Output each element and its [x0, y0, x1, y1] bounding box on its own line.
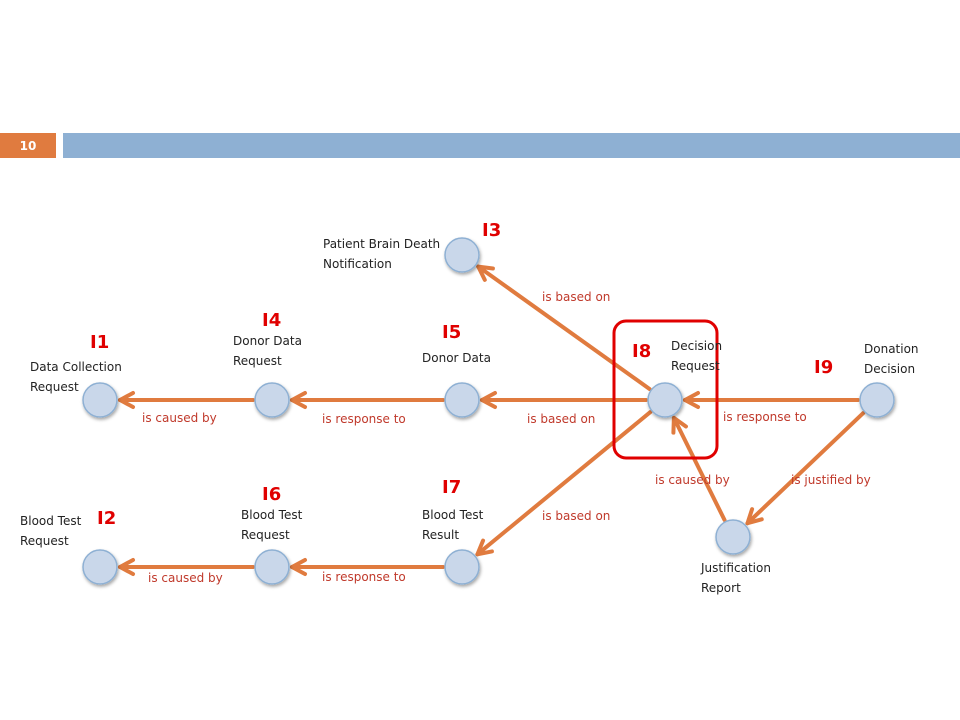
edge-label-jr-i8: is caused by [655, 473, 730, 487]
node-label-jr: Report [701, 581, 741, 595]
node-label-i9: Donation [864, 342, 919, 356]
node-i3[interactable] [444, 237, 480, 273]
node-label-i2: Blood Test [20, 514, 82, 528]
node-label-i1: Data Collection [30, 360, 122, 374]
node-jr[interactable] [715, 519, 751, 555]
edge-line [671, 415, 727, 522]
node-label-i1: Request [30, 380, 79, 394]
node-label-i2: Request [20, 534, 69, 548]
arrowhead [476, 264, 495, 282]
node-i4[interactable] [254, 382, 290, 418]
node-i1[interactable] [82, 382, 118, 418]
node-label-i9: Decision [864, 362, 915, 376]
node-i2[interactable] [82, 549, 118, 585]
node-i6[interactable] [254, 549, 290, 585]
edge-i5-i4 [290, 391, 445, 409]
node-label-i4: Donor Data [233, 334, 302, 348]
arrowhead [118, 558, 135, 576]
edge-label-i5-i4: is response to [322, 412, 406, 426]
edges-layer [118, 264, 866, 576]
node-id-i9: I9 [814, 357, 833, 378]
edge-i9-jr [745, 411, 866, 526]
edge-label-i8-i5: is based on [527, 412, 595, 426]
node-id-i4: I4 [262, 310, 281, 331]
node-id-i1: I1 [90, 332, 109, 353]
node-label-i4: Request [233, 354, 282, 368]
edge-line [475, 410, 653, 557]
node-label-i6: Blood Test [241, 508, 303, 522]
edge-label-i8-i3: is based on [542, 290, 610, 304]
arrowhead [683, 391, 700, 409]
arrowhead [118, 391, 135, 409]
node-label-i5: Donor Data [422, 351, 491, 365]
arrowhead [480, 391, 497, 409]
node-label-i3: Patient Brain Death [323, 237, 440, 251]
edge-label-i8-i7: is based on [542, 509, 610, 523]
node-i7[interactable] [444, 549, 480, 585]
node-i9[interactable] [859, 382, 895, 418]
edge-i6-i2 [118, 558, 255, 576]
edge-label-i4-i1: is caused by [142, 411, 217, 425]
edge-label-i6-i2: is caused by [148, 571, 223, 585]
edge-line [476, 264, 652, 391]
edge-i8-i7 [475, 410, 653, 557]
node-label-i7: Blood Test [422, 508, 484, 522]
node-id-i8: I8 [632, 341, 651, 362]
header-bar [63, 133, 960, 158]
edge-label-i9-jr: is justified by [791, 473, 871, 487]
node-label-i7: Result [422, 528, 459, 542]
arrowhead [475, 538, 494, 557]
arrowhead [290, 391, 307, 409]
highlight-box [612, 319, 719, 460]
node-id-i6: I6 [262, 484, 281, 505]
node-i5[interactable] [444, 382, 480, 418]
edge-i4-i1 [118, 391, 255, 409]
node-label-i8: Request [671, 359, 720, 373]
edge-jr-i8 [671, 415, 727, 522]
node-i8[interactable] [647, 382, 683, 418]
highlight-layer [612, 319, 719, 460]
node-id-i3: I3 [482, 220, 501, 241]
arrowhead [290, 558, 307, 576]
node-label-jr: Justification [700, 561, 771, 575]
node-id-i2: I2 [97, 508, 116, 529]
edge-i9-i8 [683, 391, 860, 409]
edge-i8-i3 [476, 264, 652, 391]
edge-line [745, 411, 866, 526]
arrowhead [745, 507, 764, 526]
node-id-i7: I7 [442, 477, 461, 498]
edge-i8-i5 [480, 391, 648, 409]
arrowhead [671, 415, 688, 435]
node-id-i5: I5 [442, 322, 461, 343]
edge-label-i7-i6: is response to [322, 570, 406, 584]
nodes-layer [82, 237, 895, 585]
node-label-i6: Request [241, 528, 290, 542]
edge-i7-i6 [290, 558, 445, 576]
edge-label-i9-i8: is response to [723, 410, 807, 424]
node-label-i3: Notification [323, 257, 392, 271]
node-label-i8: Decision [671, 339, 722, 353]
slide-number: 10 [0, 133, 56, 158]
